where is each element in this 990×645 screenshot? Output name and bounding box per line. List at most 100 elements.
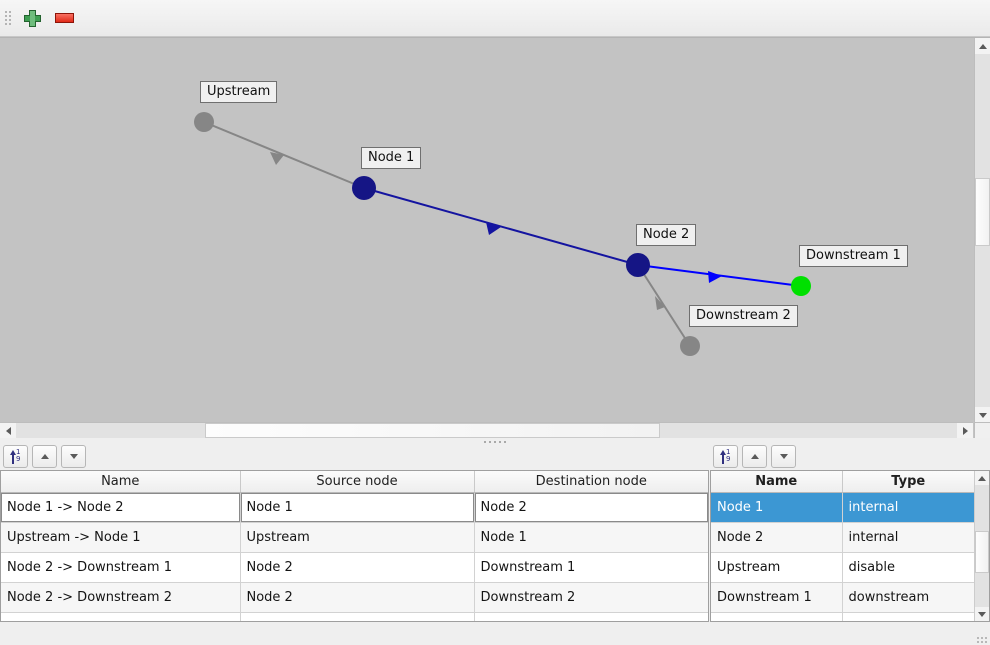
- graph-scroll-up-button[interactable]: [975, 38, 990, 54]
- nodes-header-row: Name Type: [711, 471, 974, 493]
- node-name: Downstream 1: [711, 582, 843, 613]
- nodes-scroll-down-button[interactable]: [975, 607, 989, 621]
- chevron-left-icon: [5, 427, 11, 435]
- triangle-down-icon: [779, 454, 788, 459]
- table-row[interactable]: Node 1 -> Node 2 Node 1 Node 2: [1, 492, 708, 523]
- edges-move-down-button[interactable]: [61, 445, 86, 468]
- triangle-up-icon: [750, 454, 759, 459]
- graph-label-upstream[interactable]: Upstream: [200, 81, 278, 103]
- edge-node1-node2[interactable]: [363, 187, 639, 266]
- graph-label-node1[interactable]: Node 1: [361, 147, 422, 169]
- chevron-down-icon: [979, 412, 987, 418]
- nodes-move-up-button[interactable]: [742, 445, 767, 468]
- graph-node-node1[interactable]: [352, 176, 376, 200]
- edge-name: Upstream -> Node 1: [1, 522, 241, 553]
- chevron-right-icon: [962, 427, 968, 435]
- remove-button[interactable]: [48, 3, 80, 33]
- graph-node-downstream2[interactable]: [680, 336, 700, 356]
- edge-source: Upstream: [240, 522, 475, 553]
- chevron-up-icon: [978, 475, 986, 481]
- edges-col-source[interactable]: Source node: [240, 471, 475, 493]
- edges-col-name[interactable]: Name: [1, 471, 241, 493]
- edge-node2-downstream2[interactable]: [637, 264, 691, 347]
- nodes-col-name[interactable]: Name: [711, 471, 843, 493]
- chevron-down-icon: [978, 611, 986, 617]
- graph-label-downstream2[interactable]: Downstream 2: [689, 305, 798, 327]
- graph-node-downstream1[interactable]: [791, 276, 811, 296]
- nodes-scroll-thumb[interactable]: [975, 531, 989, 573]
- node-type: internal: [842, 522, 974, 553]
- node-name: Upstream: [711, 552, 843, 583]
- resize-grip-icon[interactable]: [975, 631, 987, 643]
- node-name: Node 2: [711, 522, 843, 553]
- table-empty-row: [1, 612, 708, 621]
- edge-destination: Node 2: [474, 492, 708, 523]
- table-row[interactable]: Downstream 1 downstream: [711, 582, 974, 613]
- horizontal-splitter[interactable]: [0, 438, 990, 445]
- toolbar-drag-handle[interactable]: [3, 7, 12, 29]
- edge-node2-downstream1[interactable]: [637, 264, 802, 287]
- nodes-move-down-button[interactable]: [771, 445, 796, 468]
- edge-name: Node 1 -> Node 2: [1, 492, 241, 523]
- edge-destination: Downstream 2: [474, 582, 708, 613]
- add-button[interactable]: [16, 3, 48, 33]
- graph-horizontal-scrollbar[interactable]: [0, 422, 973, 439]
- node-type: downstream: [842, 582, 974, 613]
- edge-upstream-node1[interactable]: [203, 121, 365, 189]
- table-row[interactable]: Node 2 -> Downstream 2 Node 2 Downstream…: [1, 582, 708, 613]
- graph-hscroll-thumb[interactable]: [205, 423, 660, 438]
- nodes-table-container[interactable]: Name Type Node 1 internal Node 2 interna…: [710, 470, 990, 622]
- graph-svg: [194, 112, 811, 356]
- table-row[interactable]: Node 2 -> Downstream 1 Node 2 Downstream…: [1, 552, 708, 583]
- graph-scroll-down-button[interactable]: [975, 407, 990, 423]
- graph-canvas[interactable]: Upstream Node 1 Node 2 Downstream 1 Down…: [0, 38, 973, 423]
- main-toolbar: [0, 0, 990, 37]
- node-name: Node 1: [711, 492, 843, 523]
- table-row[interactable]: Upstream disable: [711, 552, 974, 583]
- table-row[interactable]: Upstream -> Node 1 Upstream Node 1: [1, 522, 708, 553]
- graph-node-node2[interactable]: [626, 253, 650, 277]
- graph-scroll-left-button[interactable]: [0, 423, 16, 439]
- node-type: disable: [842, 552, 974, 583]
- edges-table-container[interactable]: Name Source node Destination node Node 1…: [0, 470, 709, 622]
- splitter-grip-icon: [484, 440, 506, 443]
- nodes-table-scrollbar[interactable]: [974, 471, 989, 621]
- table-row[interactable]: Node 1 internal: [711, 492, 974, 523]
- edge-destination: Downstream 1: [474, 552, 708, 583]
- edges-col-destination[interactable]: Destination node: [474, 471, 708, 493]
- edge-source: Node 1: [240, 492, 475, 523]
- edges-move-up-button[interactable]: [32, 445, 57, 468]
- minus-icon: [54, 13, 74, 23]
- graph-scroll-right-button[interactable]: [957, 423, 973, 439]
- edge-destination: Node 1: [474, 522, 708, 553]
- node-type: internal: [842, 492, 974, 523]
- edge-name: Node 2 -> Downstream 2: [1, 582, 241, 613]
- triangle-up-icon: [40, 454, 49, 459]
- nodes-scroll-up-button[interactable]: [975, 471, 989, 485]
- graph-pane[interactable]: Upstream Node 1 Node 2 Downstream 1 Down…: [0, 37, 990, 439]
- edge-source: Node 2: [240, 582, 475, 613]
- graph-label-node2[interactable]: Node 2: [636, 224, 697, 246]
- edges-header-row: Name Source node Destination node: [1, 471, 708, 493]
- edge-source: Node 2: [240, 552, 475, 583]
- nodes-col-type[interactable]: Type: [842, 471, 974, 493]
- graph-label-downstream1[interactable]: Downstream 1: [799, 245, 908, 267]
- plus-icon: [23, 9, 41, 27]
- nodes-table: Name Type Node 1 internal Node 2 interna…: [711, 471, 974, 621]
- edge-name: Node 2 -> Downstream 1: [1, 552, 241, 583]
- graph-vscroll-thumb[interactable]: [975, 178, 990, 246]
- table-row[interactable]: Node 2 internal: [711, 522, 974, 553]
- triangle-down-icon: [69, 454, 78, 459]
- chevron-up-icon: [979, 43, 987, 49]
- edges-table: Name Source node Destination node Node 1…: [1, 471, 708, 621]
- graph-vertical-scrollbar[interactable]: [974, 38, 990, 423]
- graph-node-upstream[interactable]: [194, 112, 214, 132]
